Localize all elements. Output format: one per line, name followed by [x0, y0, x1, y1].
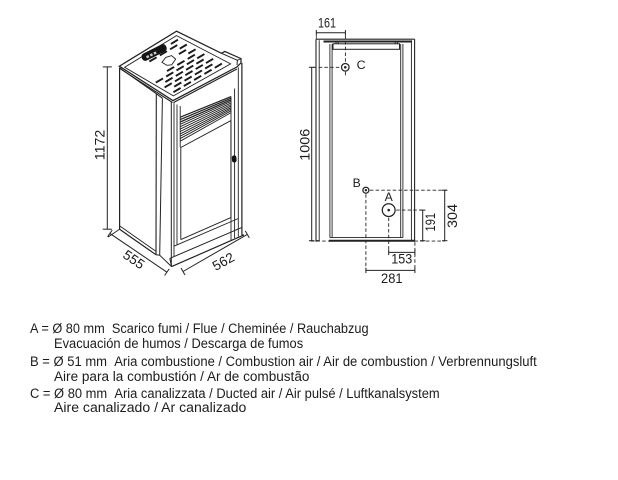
- svg-text:281: 281: [381, 271, 403, 286]
- svg-text:C: C: [357, 58, 366, 72]
- svg-text:B: B: [353, 176, 361, 190]
- svg-text:A: A: [385, 190, 394, 204]
- svg-text:1172: 1172: [93, 130, 108, 161]
- svg-text:304: 304: [445, 204, 460, 228]
- svg-text:161: 161: [318, 16, 336, 31]
- svg-text:153: 153: [391, 252, 412, 267]
- svg-text:1006: 1006: [297, 129, 312, 161]
- svg-text:555: 555: [120, 247, 147, 272]
- svg-text:191: 191: [423, 213, 438, 232]
